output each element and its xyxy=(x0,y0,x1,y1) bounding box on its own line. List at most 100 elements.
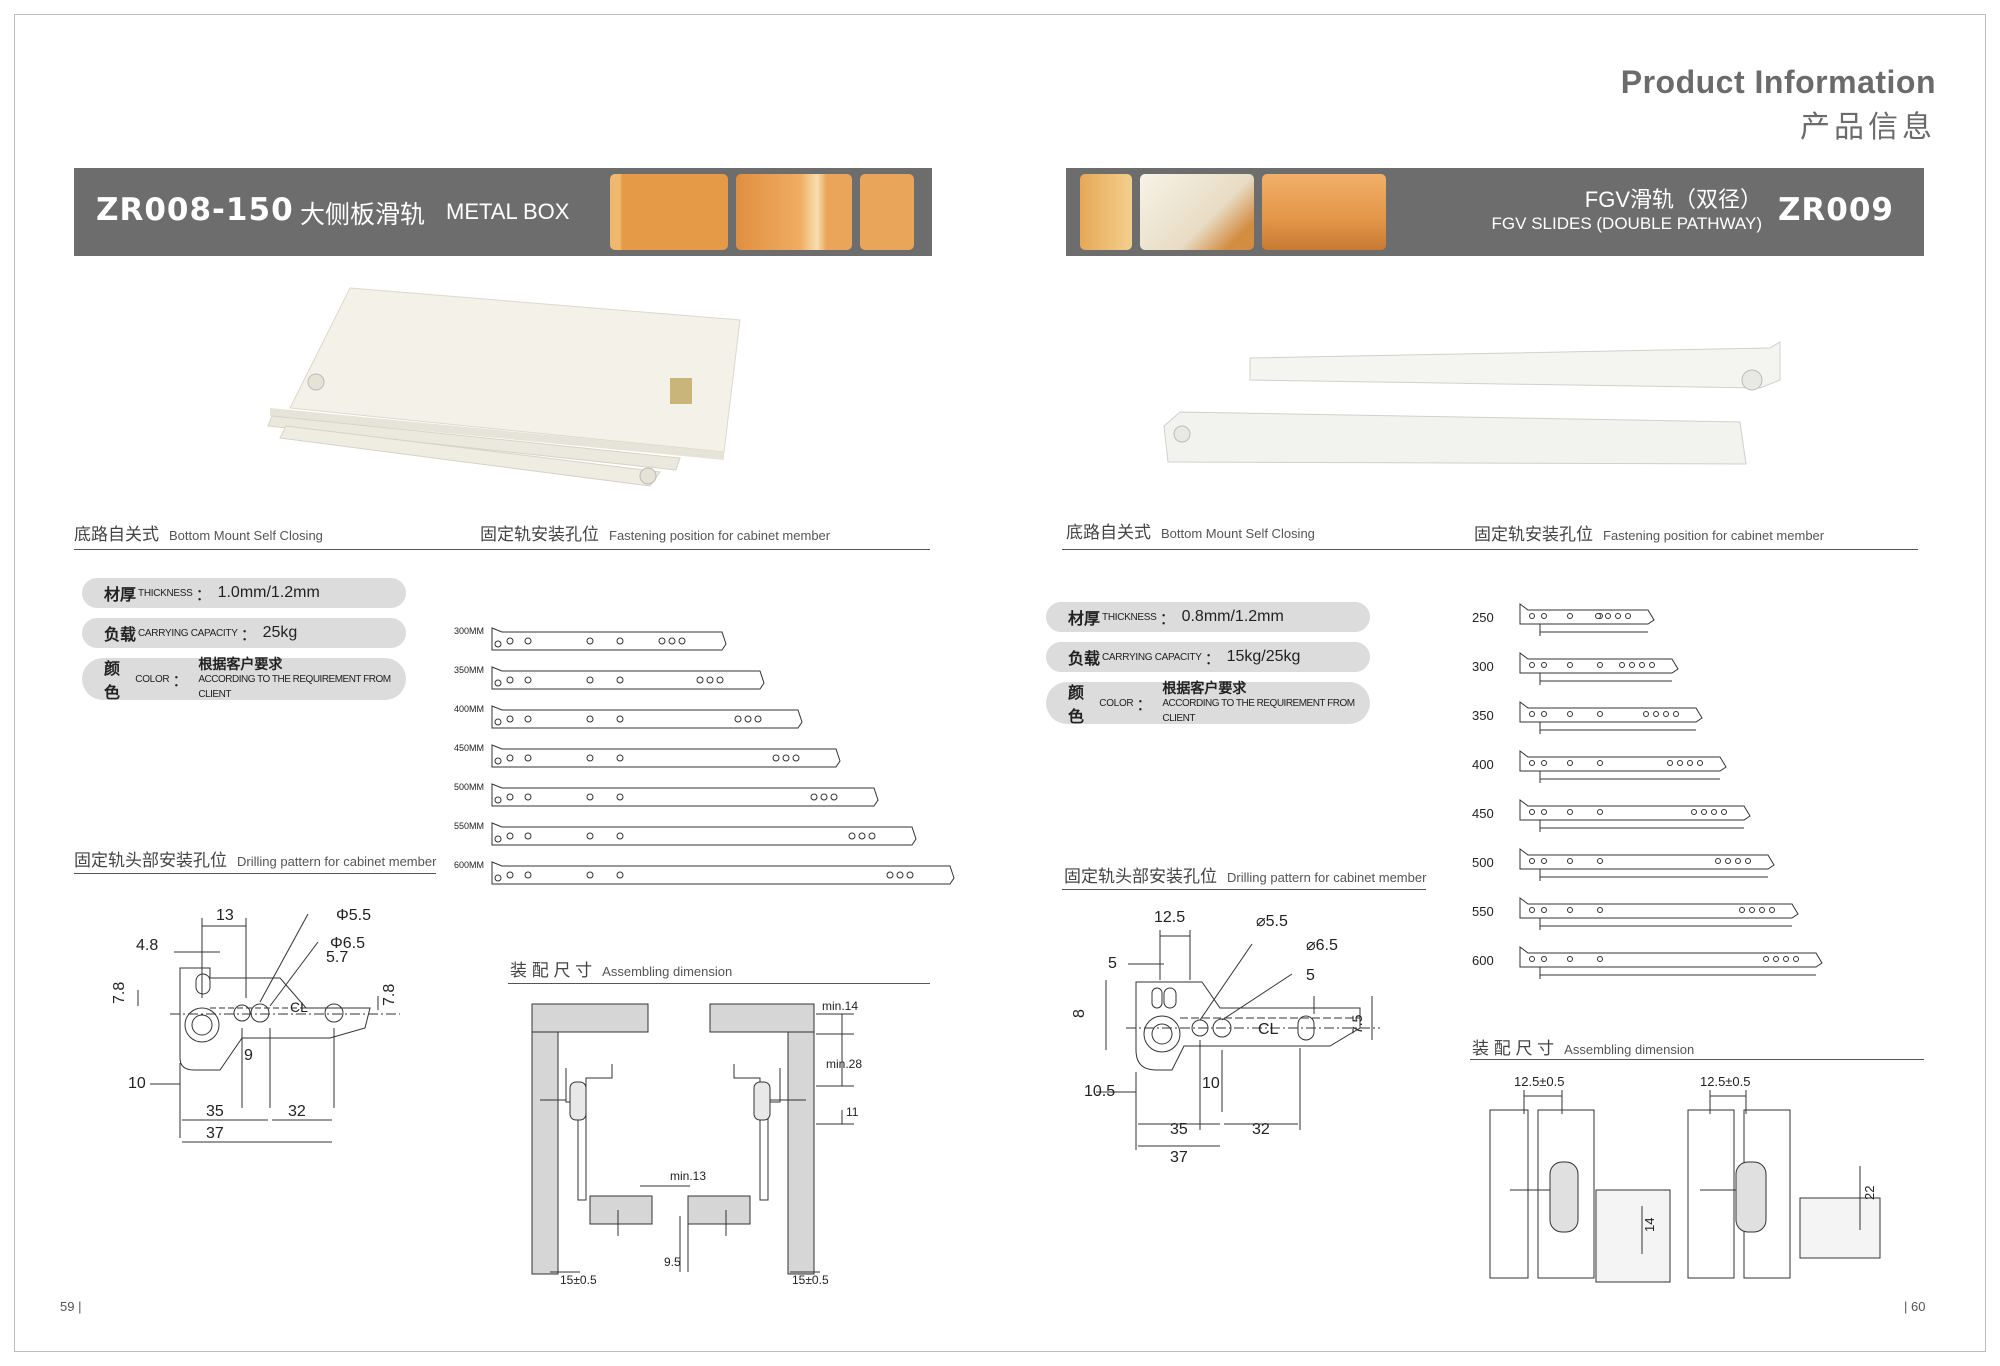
divider xyxy=(74,549,930,550)
svg-text:37: 37 xyxy=(206,1125,224,1142)
svg-text:9.5: 9.5 xyxy=(664,1255,681,1269)
rail-length-label: 600MM xyxy=(454,860,484,870)
page-frame xyxy=(14,14,1986,1352)
divider xyxy=(74,873,436,874)
rail-length-label: 500 xyxy=(1472,855,1494,870)
svg-text:8: 8 xyxy=(1071,1009,1088,1018)
svg-text:4.8: 4.8 xyxy=(136,937,158,954)
svg-text:5: 5 xyxy=(1108,955,1117,972)
rail-length-label: 300 xyxy=(1472,659,1494,674)
svg-text:11: 11 xyxy=(846,1105,859,1119)
svg-text:12.5: 12.5 xyxy=(1154,909,1185,926)
svg-text:CL: CL xyxy=(290,999,308,1015)
svg-text:5: 5 xyxy=(1306,967,1315,984)
svg-text:min.13: min.13 xyxy=(670,1169,706,1183)
svg-text:10.5: 10.5 xyxy=(1084,1083,1115,1100)
divider xyxy=(508,983,930,984)
product-name-en: FGV SLIDES (DOUBLE PATHWAY) xyxy=(1491,214,1762,233)
rail-outline xyxy=(491,861,955,885)
divider xyxy=(1062,889,1426,890)
svg-text:35: 35 xyxy=(206,1103,224,1120)
model-number: ZR009 xyxy=(1777,192,1894,228)
rail-length-label: 350 xyxy=(1472,708,1494,723)
rail-outline xyxy=(491,822,917,846)
svg-text:7.8: 7.8 xyxy=(381,984,398,1006)
page-number-left: 59 | xyxy=(60,1299,82,1314)
svg-text:Φ6.5: Φ6.5 xyxy=(330,935,365,952)
svg-text:12.5±0.5: 12.5±0.5 xyxy=(1514,1074,1565,1089)
svg-text:15±0.5: 15±0.5 xyxy=(792,1273,829,1287)
section-title: Product Information xyxy=(1620,64,1936,100)
rail-outline xyxy=(1519,750,1727,783)
svg-text:10: 10 xyxy=(128,1075,146,1092)
svg-text:32: 32 xyxy=(288,1103,306,1120)
product-name-en: METAL BOX xyxy=(446,199,570,224)
svg-text:Φ5.5: Φ5.5 xyxy=(336,907,371,924)
svg-text:⌀5.5: ⌀5.5 xyxy=(1256,913,1288,930)
rail-outline xyxy=(491,666,765,690)
product-name-cn: 大侧板滑轨 xyxy=(300,201,426,229)
svg-text:CL: CL xyxy=(1258,1021,1279,1038)
rail-outline xyxy=(491,705,803,729)
rail-outline xyxy=(1519,848,1775,881)
svg-text:7.5: 7.5 xyxy=(1349,1014,1365,1034)
rail-outline xyxy=(1519,603,1655,636)
photo-swatch xyxy=(610,174,728,250)
svg-text:min.14: min.14 xyxy=(822,999,858,1013)
rail-length-label: 450 xyxy=(1472,806,1494,821)
rail-length-label: 300MM xyxy=(454,626,484,636)
rail-outline xyxy=(1519,897,1799,930)
svg-text:37: 37 xyxy=(1170,1149,1188,1166)
rail-length-label: 250 xyxy=(1472,610,1494,625)
page-number-right: | 60 xyxy=(1904,1299,1926,1314)
svg-text:22: 22 xyxy=(1862,1186,1877,1200)
drilling-pattern-left: 13 Φ5.5 4.8 Φ6.5 7.8 5.7 7.8 CL 9 10 35 … xyxy=(111,907,400,1143)
svg-text:7.8: 7.8 xyxy=(111,982,128,1004)
svg-text:13: 13 xyxy=(216,907,234,924)
rail-length-label: 450MM xyxy=(454,743,484,753)
product-banner-left: ZR008-150 大侧板滑轨 METAL BOX xyxy=(74,168,932,256)
section-title-cn: 产品信息 xyxy=(1800,111,1936,144)
model-number: ZR008-150 xyxy=(96,192,294,228)
photo-swatch xyxy=(736,174,852,250)
rail-length-label: 600 xyxy=(1472,953,1494,968)
rail-outline xyxy=(491,627,727,651)
svg-text:32: 32 xyxy=(1252,1121,1270,1138)
rail-outline xyxy=(1519,701,1703,734)
svg-text:14: 14 xyxy=(1642,1218,1657,1232)
fgv-slide-photo xyxy=(1163,341,1781,465)
svg-text:10: 10 xyxy=(1202,1075,1220,1092)
svg-text:12.5±0.5: 12.5±0.5 xyxy=(1700,1074,1751,1089)
drilling-pattern-right: 12.5 ⌀5.5 ⌀6.5 5 5 8 CL 7.5 10 10.5 35 3… xyxy=(1071,909,1380,1166)
svg-text:35: 35 xyxy=(1170,1121,1188,1138)
svg-text:15±0.5: 15±0.5 xyxy=(560,1273,597,1287)
photo-swatch xyxy=(860,174,914,250)
photo-swatch xyxy=(1262,174,1386,250)
rail-length-label: 400MM xyxy=(454,704,484,714)
svg-text:min.28: min.28 xyxy=(826,1057,862,1071)
product-banner-right: FGV滑轨（双径） FGV SLIDES (DOUBLE PATHWAY) ZR… xyxy=(1066,168,1924,256)
svg-text:⌀6.5: ⌀6.5 xyxy=(1306,937,1338,954)
svg-text:9: 9 xyxy=(244,1047,253,1064)
rail-outline xyxy=(491,744,841,768)
rail-length-label: 550MM xyxy=(454,821,484,831)
product-name-cn: FGV滑轨（双径） xyxy=(1584,187,1762,212)
divider xyxy=(1062,549,1918,550)
rail-outline xyxy=(1519,946,1823,979)
rail-outline xyxy=(491,783,879,807)
